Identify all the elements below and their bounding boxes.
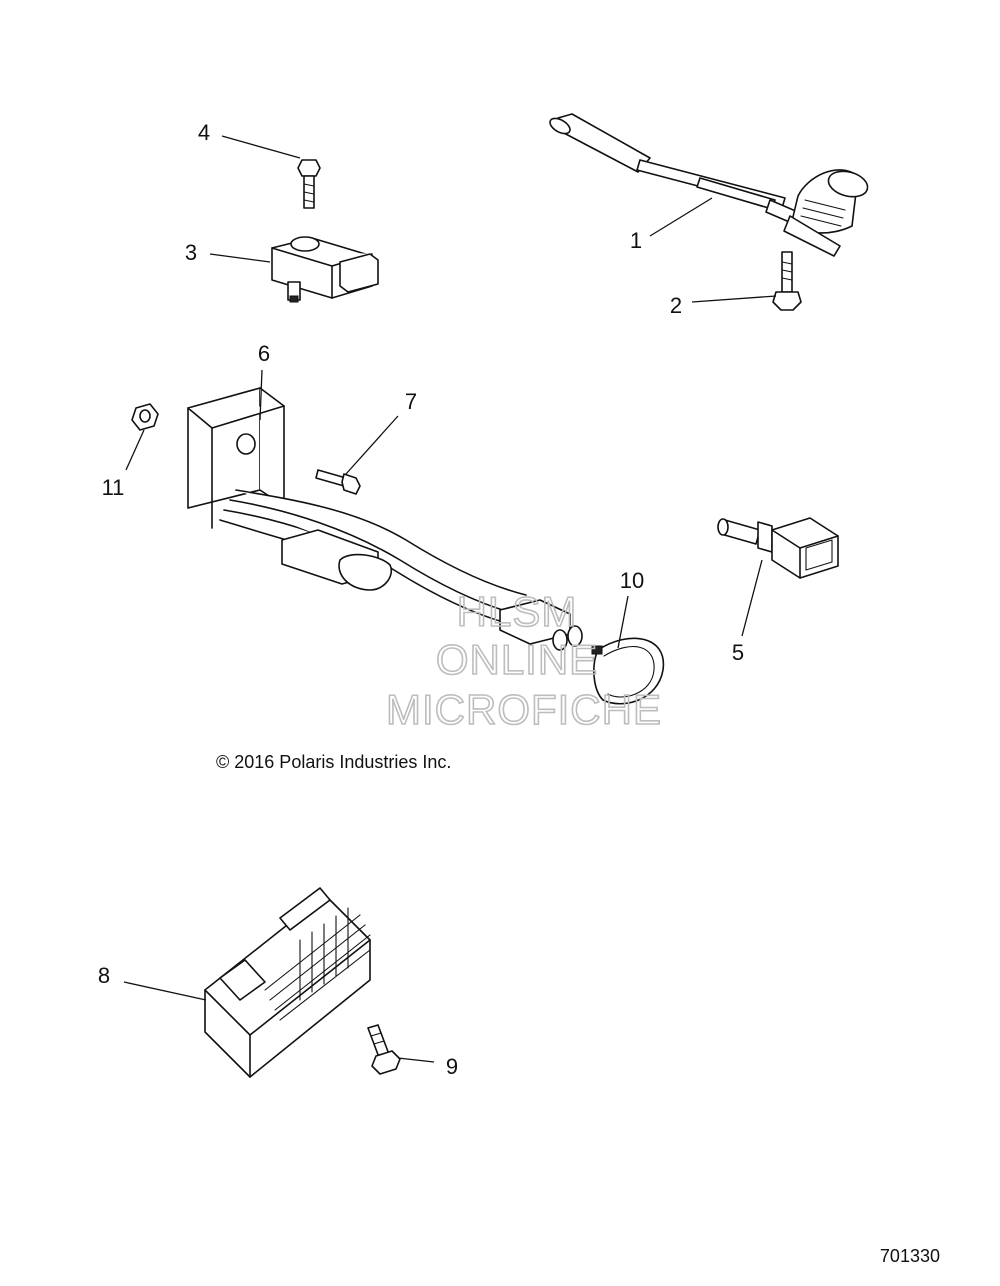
callouts: 4 3 1 2 6 7 11 10 5 8 9 (98, 120, 744, 1079)
callout-11: 11 (102, 475, 125, 500)
callout-7: 7 (405, 389, 417, 414)
part-8-regulator[interactable] (204, 887, 371, 1078)
callout-4: 4 (198, 120, 210, 145)
callout-6: 6 (258, 341, 270, 366)
part-11-nut[interactable] (131, 403, 159, 431)
part-5-temp-sensor[interactable] (717, 517, 839, 579)
watermark: HLSM ONLINE MICROFICHE (385, 587, 662, 734)
leader-lines (123, 135, 777, 1063)
callout-1: 1 (630, 228, 642, 253)
part-6-module-harness[interactable] (187, 387, 583, 651)
callout-10: 10 (620, 568, 644, 593)
part-10-gasket[interactable] (591, 637, 665, 705)
part-4-bolt[interactable] (297, 159, 321, 209)
part-2-bolt[interactable] (772, 251, 802, 311)
part-1-sensor-cable[interactable] (547, 113, 870, 257)
watermark-line-3: MICROFICHE (386, 686, 662, 733)
figure-number: 701330 (880, 1246, 940, 1266)
part-7-bolt[interactable] (315, 469, 361, 495)
callout-3: 3 (185, 240, 197, 265)
watermark-line-1: HLSM (457, 588, 578, 635)
callout-2: 2 (670, 293, 682, 318)
part-3-map-sensor[interactable] (271, 236, 379, 303)
callout-8: 8 (98, 963, 110, 988)
part-9-bolt[interactable] (367, 1024, 401, 1075)
callout-5: 5 (732, 640, 744, 665)
callout-9: 9 (446, 1054, 458, 1079)
watermark-line-2: ONLINE (436, 636, 598, 683)
copyright-text: © 2016 Polaris Industries Inc. (216, 752, 451, 772)
